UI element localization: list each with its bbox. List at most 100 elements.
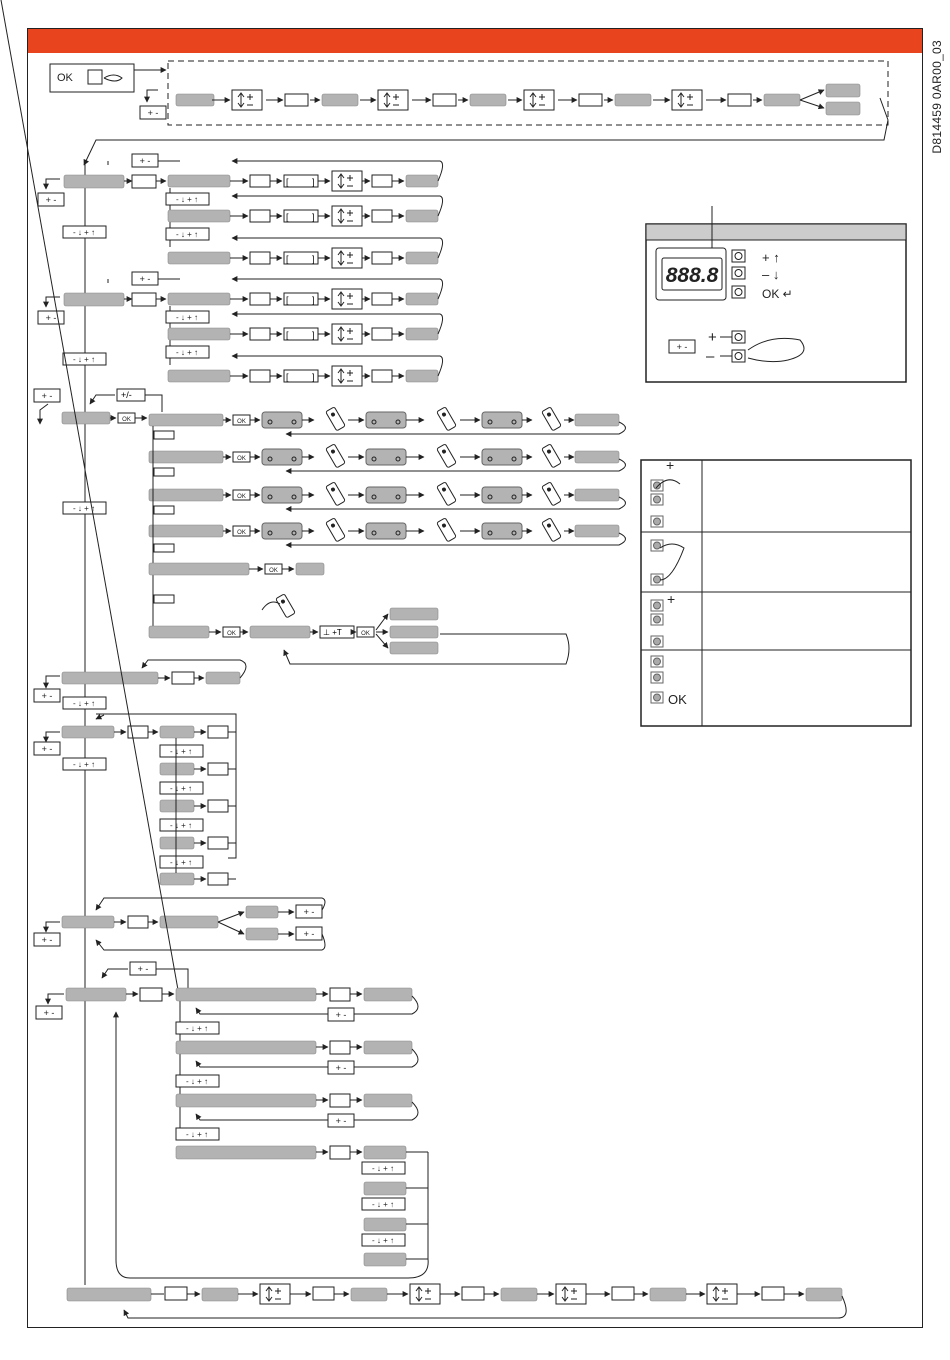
remote-button [547,523,551,528]
arrow-up-down-icon-frame [409,1283,441,1305]
menu-parameter-box [61,411,111,425]
remote-control-icon [436,407,457,431]
value-box [62,696,107,710]
bracket-left: [ [286,254,289,264]
receiver-led-icon [365,486,407,504]
arrow-up-down-glyph [677,92,685,108]
menu-parameter-box [405,209,439,223]
return-path [95,897,326,911]
remote-button [281,599,285,604]
connector-line [107,278,180,283]
plus-minus-key-label: + - [336,1010,347,1020]
arrow-up-down-glyph [237,92,245,108]
plus-minus-glyph [275,1288,281,1300]
value-box [295,926,323,941]
remote-button [442,523,446,528]
remote-button [331,449,335,454]
remote-button [547,487,551,492]
value-box [33,932,61,947]
plus-minus-key-label: + - [46,195,57,205]
led-dot [267,456,273,462]
connector-line [0,0,181,1002]
minus-label: – [706,348,715,365]
led-dot [371,419,377,425]
display-window [661,257,723,291]
remote-control-icon [325,444,346,468]
remote-body [325,444,346,468]
led-dot [511,419,517,425]
ok-key-text: OK [361,631,370,637]
remote-button [442,487,446,492]
menu-parameter-box [167,251,231,265]
small-nav-key [153,505,175,515]
minus-down-label: – ↓ [762,267,779,282]
menu-parameter-box [148,625,210,639]
return-path [285,458,626,474]
menu-parameter-box [574,413,620,427]
value-box [329,1093,351,1108]
led-dot [511,456,517,462]
arrow-up-down-glyph [337,250,345,266]
menu-parameter-box [363,1040,413,1055]
led-dot [291,456,297,462]
menu-parameter-box [321,93,359,107]
remote-button [331,412,335,417]
value-box [33,388,61,403]
nav-key-label: - ↓ + ↑ [73,760,95,769]
value-box [249,209,271,223]
nav-key-label: - ↓ + ↑ [73,355,95,364]
value-box [159,818,204,832]
menu-parameter-box [614,93,652,107]
value-box [62,352,107,366]
arrow-up-down-icon [377,89,409,111]
arrow-up-down-icon [259,1283,291,1305]
return-path [285,421,626,437]
arrow-up-down-glyph [337,291,345,307]
plus-minus-key-label: + - [677,342,688,352]
nav-key-label: - ↓ + ↑ [186,1130,208,1139]
value-box [35,1005,63,1020]
value-box [175,1074,220,1088]
remote-button [331,487,335,492]
remote-button [331,523,335,528]
value-box [727,93,752,107]
remote-button [547,412,551,417]
key-plus-label: + [666,457,674,473]
return-path [113,1011,429,1279]
remote-button [547,449,551,454]
plus-minus-glyph [347,175,353,187]
led-dot [267,419,273,425]
plus-minus-key-label: + - [336,1116,347,1126]
led-dot [395,456,401,462]
remote-body [541,444,562,468]
menu-parameter-box [469,93,507,107]
key-led-dot [653,673,661,682]
nav-key-label: - ↓ + ↑ [372,1164,394,1173]
menu-parameter-box [175,1093,317,1108]
flow-arrow [217,911,245,923]
led-dot [395,530,401,536]
value-box [33,688,61,703]
remote-body [541,482,562,506]
plus-minus-key-label: + - [140,274,151,284]
small-nav-key [153,594,175,604]
led-dot [511,530,517,536]
return-path [43,178,60,190]
value-box [165,345,210,359]
led-dot [291,419,297,425]
flow-arrow [375,633,389,649]
flow-arrow [217,921,245,935]
return-path [101,968,128,979]
connector-line [107,160,180,165]
value-box [371,292,393,306]
led-dot [371,494,377,500]
value-box [329,1040,351,1055]
bracket-right: ] [312,177,315,187]
value-box [249,251,271,265]
hand-press-icon [747,337,805,363]
remote-button [442,449,446,454]
ok-key-text: OK [237,494,246,500]
key-led-dot [653,495,661,504]
remote-control-icon [436,444,457,468]
keypad-ok-hand-icon [87,69,103,85]
